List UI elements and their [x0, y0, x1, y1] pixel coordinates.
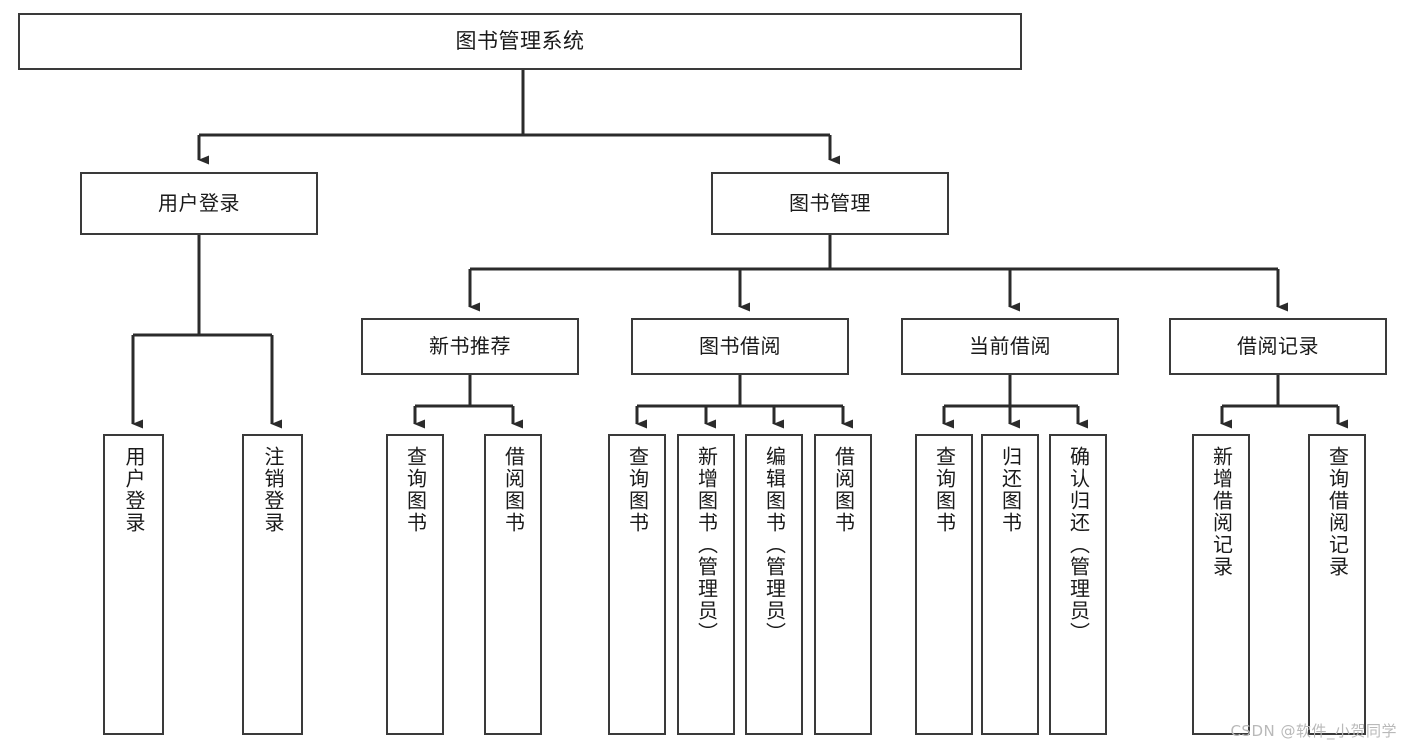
watermark: CSDN @软件_小贺同学: [1230, 722, 1397, 740]
node-label: 图书借阅: [699, 333, 781, 358]
node-label: 新增图书（管理员）: [694, 446, 719, 644]
node-user-login[interactable]: 用户登录: [80, 172, 318, 235]
node-label: 借阅图书: [831, 446, 856, 534]
leaf-add-book-admin[interactable]: 新增图书（管理员）: [677, 434, 735, 735]
leaf-edit-book-admin[interactable]: 编辑图书（管理员）: [745, 434, 803, 735]
leaf-borrow-book-recommend[interactable]: 借阅图书: [484, 434, 542, 735]
leaf-query-book-recommend[interactable]: 查询图书: [386, 434, 444, 735]
node-borrow-record[interactable]: 借阅记录: [1169, 318, 1387, 375]
node-label: 查询图书: [403, 446, 428, 534]
node-label: 新书推荐: [429, 333, 511, 358]
node-label: 图书管理系统: [455, 29, 585, 54]
node-label: 确认归还（管理员）: [1066, 446, 1091, 644]
node-label: 图书管理: [789, 190, 871, 215]
node-label: 用户登录: [158, 190, 240, 215]
leaf-query-book[interactable]: 查询图书: [608, 434, 666, 735]
node-root-system[interactable]: 图书管理系统: [18, 13, 1022, 70]
node-label: 查询借阅记录: [1325, 446, 1350, 578]
node-label: 查询图书: [932, 446, 957, 534]
node-book-management[interactable]: 图书管理: [711, 172, 949, 235]
leaf-query-borrow-record[interactable]: 查询借阅记录: [1308, 434, 1366, 735]
node-label: 借阅图书: [501, 446, 526, 534]
node-label: 注销登录: [261, 446, 285, 534]
leaf-confirm-return-admin[interactable]: 确认归还（管理员）: [1049, 434, 1107, 735]
node-label: 新增借阅记录: [1209, 446, 1234, 578]
node-label: 当前借阅: [969, 333, 1051, 358]
leaf-add-borrow-record[interactable]: 新增借阅记录: [1192, 434, 1250, 735]
node-label: 归还图书: [998, 446, 1023, 534]
leaf-return-book[interactable]: 归还图书: [981, 434, 1039, 735]
node-label: 用户登录: [122, 446, 146, 534]
leaf-user-login[interactable]: 用户登录: [103, 434, 164, 735]
node-label: 编辑图书（管理员）: [762, 446, 787, 644]
leaf-borrow-book[interactable]: 借阅图书: [814, 434, 872, 735]
leaf-query-book-current[interactable]: 查询图书: [915, 434, 973, 735]
node-book-borrow[interactable]: 图书借阅: [631, 318, 849, 375]
leaf-user-logout[interactable]: 注销登录: [242, 434, 303, 735]
node-label: 借阅记录: [1237, 333, 1319, 358]
node-label: 查询图书: [625, 446, 650, 534]
node-new-book-recommend[interactable]: 新书推荐: [361, 318, 579, 375]
node-current-borrow[interactable]: 当前借阅: [901, 318, 1119, 375]
